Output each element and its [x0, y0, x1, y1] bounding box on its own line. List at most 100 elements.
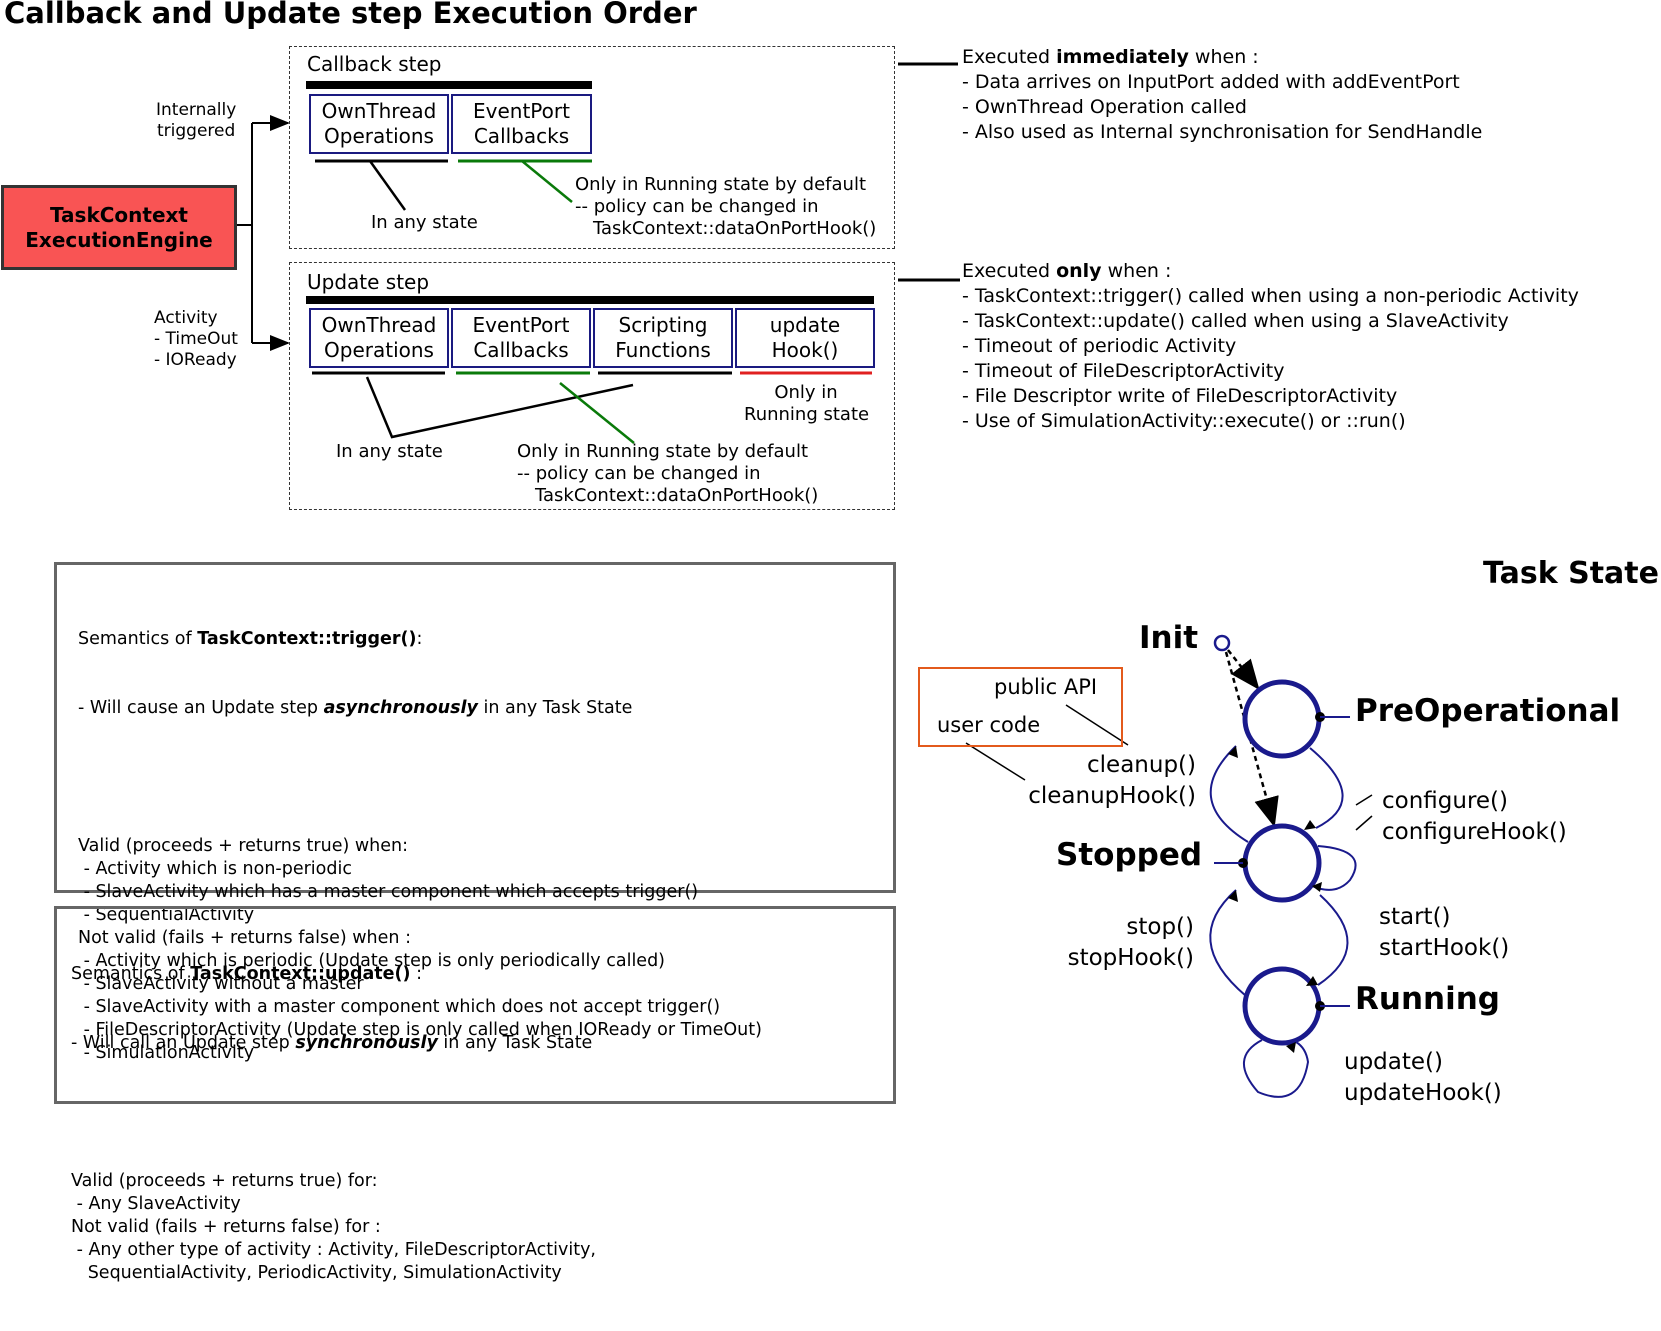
desc-bold: only [1056, 260, 1102, 282]
internal-trigger-line2: triggered [157, 121, 236, 141]
transition-hook: startHook() [1379, 935, 1510, 961]
connector-layer [206, 62, 1373, 1098]
callback-step-box [289, 46, 895, 249]
trigger-semantics-box: Semantics of TaskContext::trigger(): - W… [54, 562, 896, 1063]
line2-emphasis: synchronously [295, 1033, 438, 1053]
transition-hook: updateHook() [1344, 1080, 1502, 1106]
update-step-box [289, 262, 895, 510]
op-line1: Scripting [618, 313, 708, 337]
transition-configure: configure() configureHook() [1382, 786, 1567, 848]
activity-trigger-line3: - IOReady [154, 350, 237, 370]
desc-item: - Timeout of FileDescriptorActivity [962, 360, 1285, 382]
state-preoperational-circle [1242, 679, 1322, 759]
execution-engine-box: TaskContext ExecutionEngine [1, 185, 237, 270]
update-semantics-box: Semantics of TaskContext::update() : - W… [54, 906, 896, 1283]
transition-public: update() [1344, 1049, 1443, 1075]
op-line1: OwnThread [321, 99, 437, 123]
task-state-title: Task State [1483, 556, 1659, 591]
running-only-line2: Running state [744, 404, 870, 425]
desc-suffix: when : [1188, 46, 1259, 68]
line2-prefix: - Will call an Update step [71, 1033, 296, 1053]
state-preoperational-label: PreOperational [1355, 693, 1621, 729]
callback-step-description: Executed immediately when : - Data arriv… [962, 45, 1482, 145]
update-line2: - Will call an Update step synchronously… [71, 1032, 596, 1055]
callback-any-state: In any state [371, 212, 478, 233]
desc-prefix: Executed [962, 260, 1057, 282]
line2-suffix: in any Task State [437, 1033, 593, 1053]
line2-emphasis: asynchronously [323, 698, 478, 718]
state-diagram [965, 634, 1373, 1098]
op-line1: EventPort [472, 313, 570, 337]
op-line1: OwnThread [321, 313, 437, 337]
state-init-label: Init [1139, 620, 1199, 656]
update-step-description: Executed only when : - TaskContext::trig… [962, 259, 1579, 434]
head-bold: TaskContext::update() [190, 964, 411, 984]
desc-item: - TaskContext::update() called when usin… [962, 310, 1509, 332]
policy-line3: TaskContext::dataOnPortHook() [593, 218, 877, 239]
op-line1: update [769, 313, 841, 337]
api-legend-box [918, 667, 1123, 747]
head-prefix: Semantics of [78, 629, 198, 649]
policy-line1: Only in Running state by default [575, 174, 867, 195]
trigger-semantics-text: Semantics of TaskContext::trigger(): - W… [78, 582, 762, 1111]
desc-item: - Use of SimulationActivity::execute() o… [962, 410, 1406, 432]
op-line2: Functions [615, 338, 711, 362]
state-running-label: Running [1355, 981, 1500, 1017]
update-semantics-text: Semantics of TaskContext::update() : - W… [71, 917, 596, 1331]
op-line2: Callbacks [473, 338, 569, 362]
legend-public-api: public API [994, 675, 1098, 699]
head-suffix: : [416, 629, 423, 649]
op-line2: Callbacks [473, 124, 570, 148]
state-running-circle [1242, 966, 1322, 1046]
internal-trigger-label: Internally triggered [156, 100, 236, 142]
activity-trigger-line1: Activity [154, 308, 218, 328]
policy-line1: Only in Running state by default [517, 441, 809, 462]
trigger-body: Valid (proceeds + returns true) when: - … [78, 836, 762, 1063]
update-heading: Semantics of TaskContext::update() : [71, 963, 596, 986]
desc-item: - Data arrives on InputPort added with a… [962, 71, 1460, 93]
internal-trigger-line1: Internally [156, 100, 237, 120]
update-any-state: In any state [336, 441, 443, 462]
update-step-label: Update step [307, 270, 430, 294]
line2-prefix: - Will cause an Update step [78, 698, 324, 718]
init-marker [1213, 634, 1231, 652]
running-only-line1: Only in [774, 382, 838, 403]
transition-start: start() startHook() [1379, 902, 1509, 964]
transition-hook: cleanupHook() [1028, 783, 1196, 809]
head-bold: TaskContext::trigger() [197, 629, 417, 649]
desc-prefix: Executed [962, 46, 1057, 68]
activity-trigger-label: Activity - TimeOut - IOReady [154, 308, 238, 371]
state-stopped-circle [1242, 823, 1322, 903]
policy-line3: TaskContext::dataOnPortHook() [535, 485, 819, 506]
update-step-lines [306, 278, 960, 444]
transition-public: stop() [1126, 914, 1194, 940]
transition-hook: stopHook() [1067, 945, 1194, 971]
head-suffix: : [410, 964, 422, 984]
update-running-only: Only in Running state [744, 382, 870, 426]
desc-item: - Also used as Internal synchronisation … [962, 121, 1483, 143]
trigger-heading: Semantics of TaskContext::trigger(): [78, 628, 762, 651]
activity-trigger-line2: - TimeOut [154, 329, 238, 349]
update-body: Valid (proceeds + returns true) for: - A… [71, 1171, 596, 1283]
transition-public: start() [1379, 904, 1451, 930]
desc-suffix: when : [1101, 260, 1172, 282]
op-line1: EventPort [473, 99, 570, 123]
transition-cleanup: cleanup() cleanupHook() [1028, 750, 1196, 812]
transition-public: cleanup() [1087, 752, 1196, 778]
transition-update: update() updateHook() [1344, 1047, 1502, 1109]
callback-step-lines [306, 62, 958, 211]
transition-public: configure() [1382, 788, 1509, 814]
desc-bold: immediately [1056, 46, 1189, 68]
desc-item: - OwnThread Operation called [962, 96, 1247, 118]
op-line2: Hook() [771, 338, 839, 362]
policy-line2: -- policy can be changed in [517, 463, 761, 484]
desc-item: - TaskContext::trigger() called when usi… [962, 285, 1579, 307]
desc-item: - Timeout of periodic Activity [962, 335, 1237, 357]
legend-user-code: user code [937, 713, 1041, 737]
op-line2: Operations [324, 338, 434, 362]
head-prefix: Semantics of [71, 964, 191, 984]
transition-stop: stop() stopHook() [1068, 912, 1194, 974]
